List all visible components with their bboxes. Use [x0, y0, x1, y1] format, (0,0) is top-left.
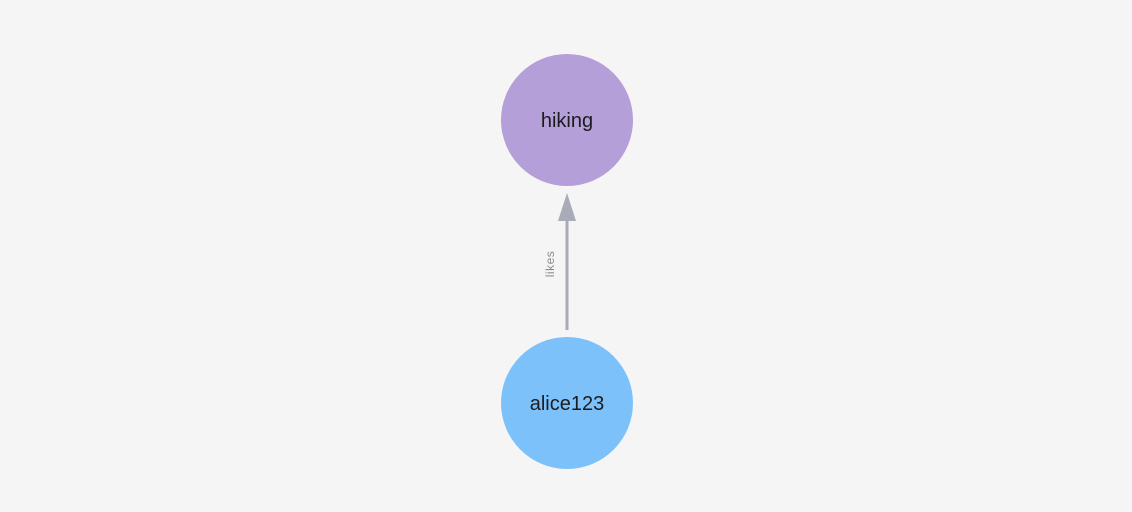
node-alice123[interactable]: alice123: [501, 337, 633, 469]
edge-label: likes: [543, 251, 557, 278]
node-hiking[interactable]: hiking: [501, 54, 633, 186]
node-hiking-label: hiking: [541, 110, 593, 132]
node-hiking-circle[interactable]: [501, 54, 633, 186]
edge-likes[interactable]: likes: [543, 193, 576, 330]
node-alice123-circle[interactable]: [501, 337, 633, 469]
node-alice123-label: alice123: [530, 393, 605, 415]
edge-arrowhead-icon: [558, 193, 576, 221]
